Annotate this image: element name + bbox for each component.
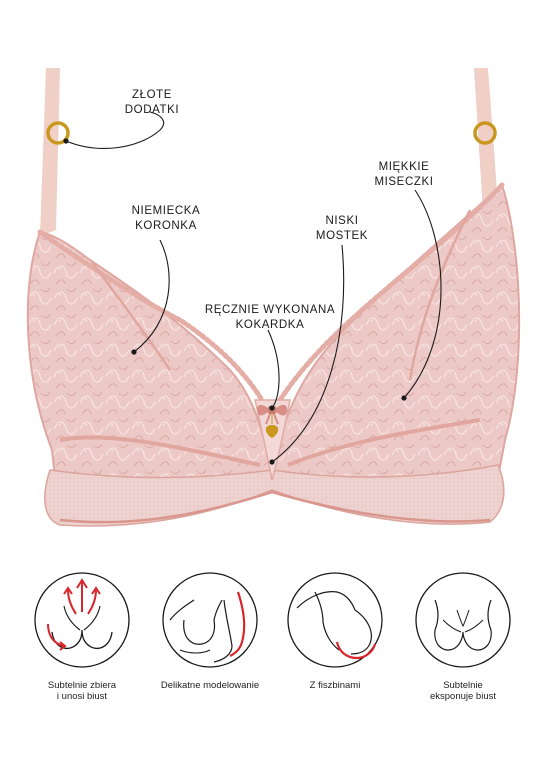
feature-gather-lift: Subtelnie zbiera i unosi biust (22, 570, 142, 702)
callout-german-lace: NIEMIECKA KORONKA (131, 205, 201, 232)
center-gore (254, 399, 291, 481)
feature-subtle-expose: Subtelnie eksponuje biust (403, 570, 523, 702)
bra-illustration (26, 68, 521, 527)
feature-gentle-shaping: Delikatne modelowanie (150, 570, 270, 691)
callout-soft-cups: MIĘKKIE MISECZKI (374, 161, 434, 188)
gather-lift-icon (34, 572, 130, 668)
left-strap (40, 68, 60, 236)
underwire-icon (287, 572, 383, 668)
feature-caption: Delikatne modelowanie (160, 680, 260, 691)
callout-low-gore: NISKI MOSTEK (315, 215, 369, 242)
callout-gold-accessories: ZŁOTE DODATKI (124, 89, 180, 116)
callout-handmade-bow: RĘCZNIE WYKONANA KOKARDKA (204, 304, 336, 331)
subtle-expose-icon (415, 572, 511, 668)
gold-charm-icon (265, 414, 279, 438)
gentle-shaping-icon (162, 572, 258, 668)
left-gold-ring (46, 121, 70, 145)
feature-caption: Subtelnie eksponuje biust (429, 680, 497, 702)
right-gold-ring (473, 121, 497, 145)
feature-underwire: Z fiszbinami (275, 570, 395, 691)
feature-caption: Z fiszbinami (309, 680, 361, 691)
feature-caption: Subtelnie zbiera i unosi biust (47, 680, 117, 702)
bra-band (44, 464, 505, 527)
